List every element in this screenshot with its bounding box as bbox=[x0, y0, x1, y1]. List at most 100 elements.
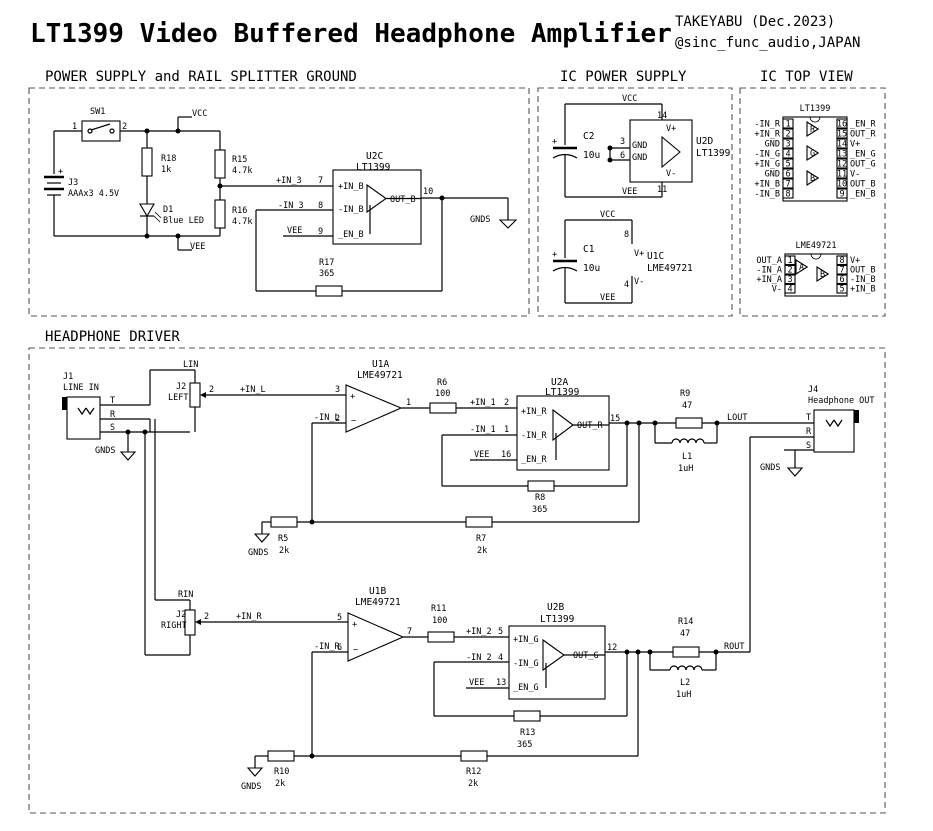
svg-text:-IN_3: -IN_3 bbox=[278, 201, 304, 211]
frame-headphone-driver bbox=[28, 347, 886, 814]
svg-text:9: 9 bbox=[318, 227, 323, 237]
svg-text:14: 14 bbox=[657, 111, 667, 121]
r15-value: 4.7k bbox=[232, 166, 252, 176]
svg-text:R: R bbox=[806, 427, 812, 437]
r10-ref: R10 bbox=[274, 767, 289, 777]
lme49721-top-notch bbox=[810, 253, 822, 260]
lt1399-top-amp-symbol bbox=[806, 121, 820, 137]
lme49721-top-pin-label: OUT_A bbox=[756, 256, 782, 266]
lt1399-top-pin-right bbox=[836, 158, 848, 169]
svg-text:T: T bbox=[806, 413, 811, 423]
lt1399-top-pin-left bbox=[782, 138, 794, 149]
lt1399-top-amp-symbol bbox=[806, 170, 820, 186]
svg-text:+IN_2: +IN_2 bbox=[466, 627, 492, 637]
lt1399-top-pin-label: _EN_R bbox=[850, 120, 876, 130]
lt1399-top-pin-right bbox=[836, 178, 848, 189]
svg-text:-IN_1: -IN_1 bbox=[470, 425, 496, 435]
lme49721-top-pin-right bbox=[836, 283, 848, 294]
lme49721-top-pin-label: +IN_A bbox=[756, 275, 782, 285]
title: LT1399 Video Buffered Headphone Amplifie… bbox=[30, 19, 672, 49]
svg-text:OUT_G: OUT_G bbox=[573, 651, 599, 661]
svg-text:2: 2 bbox=[122, 122, 127, 132]
r6-value: 100 bbox=[435, 389, 450, 399]
u2b-value: LT1399 bbox=[540, 614, 575, 625]
svg-text:5: 5 bbox=[337, 613, 342, 623]
lt1399-top-pin-number: 6 bbox=[785, 170, 790, 180]
svg-text:7: 7 bbox=[407, 627, 412, 637]
lt1399-top-pin-left bbox=[782, 168, 794, 179]
r17-value: 365 bbox=[319, 269, 334, 279]
svg-text:2: 2 bbox=[204, 612, 209, 622]
u2d-ref: U2D bbox=[696, 136, 713, 147]
svg-text:-IN_2: -IN_2 bbox=[466, 653, 492, 663]
u2d-value: LT1399 bbox=[696, 148, 731, 159]
r17-ref: R17 bbox=[319, 258, 334, 268]
lme49721-top-pin-label: +IN_B bbox=[850, 285, 876, 295]
svg-text:VCC: VCC bbox=[600, 210, 615, 220]
svg-text:11: 11 bbox=[657, 185, 667, 195]
lme49721-top-pin-right bbox=[836, 264, 848, 275]
section-driver: HEADPHONE DRIVER bbox=[45, 329, 180, 345]
svg-text:1: 1 bbox=[72, 122, 77, 132]
lt1399-top-pin-number: 12 bbox=[837, 160, 847, 170]
r13-ref: R13 bbox=[520, 728, 535, 738]
svg-text:4: 4 bbox=[498, 653, 503, 663]
lt1399-top-pin-right bbox=[836, 148, 848, 159]
svg-text:S: S bbox=[806, 441, 811, 451]
l1-ref: L1 bbox=[682, 452, 692, 462]
svg-text:VEE: VEE bbox=[474, 450, 489, 460]
r9-ref: R9 bbox=[680, 389, 690, 399]
r12-ref: R12 bbox=[466, 767, 481, 777]
frame-ic-power bbox=[537, 87, 733, 317]
svg-text:_EN_B: _EN_B bbox=[338, 230, 364, 240]
u2b-ref: U2B bbox=[547, 602, 564, 613]
svg-text:RIN: RIN bbox=[178, 590, 193, 600]
svg-text:GNDS: GNDS bbox=[241, 782, 261, 792]
u1a-ref: U1A bbox=[372, 359, 389, 370]
svg-text:R: R bbox=[110, 410, 116, 420]
c2-value: 10u bbox=[583, 150, 600, 161]
lt1399-top-pin-label: +IN_R bbox=[754, 130, 780, 140]
lt1399-top-pin-label: _EN_G bbox=[850, 150, 876, 160]
svg-text:-IN_G: -IN_G bbox=[513, 659, 539, 669]
frame-ic-top bbox=[739, 87, 886, 317]
svg-text:GND: GND bbox=[632, 153, 647, 163]
lt1399-top-pin-label: -IN_R bbox=[754, 120, 780, 130]
lt1399-top-pin-label: OUT_R bbox=[850, 130, 876, 140]
lme49721-top-pin-number: 5 bbox=[839, 285, 844, 295]
svg-text:12: 12 bbox=[607, 643, 617, 653]
svg-text:3: 3 bbox=[620, 137, 625, 147]
lme49721-top-amp-label: A bbox=[799, 263, 804, 273]
lt1399-top-pin-left bbox=[782, 118, 794, 129]
lt1399-top-pin-label: -IN_G bbox=[754, 150, 780, 160]
j3-value: AAAx3 4.5V bbox=[68, 189, 119, 199]
lt1399-top-pin-right bbox=[836, 188, 848, 199]
lme49721-top-pin-right bbox=[836, 255, 848, 266]
lme49721-top-pin-label: -IN_B bbox=[850, 275, 876, 285]
lt1399-top-pin-label: OUT_B bbox=[850, 180, 876, 190]
lt1399-top-amp-label: G bbox=[810, 149, 815, 159]
lt1399-top-amp-label: B bbox=[810, 174, 815, 184]
svg-text:+: + bbox=[552, 137, 557, 147]
lt1399-top-pin-number: 13 bbox=[837, 150, 847, 160]
lme49721-top-pin-label: OUT_B bbox=[850, 266, 876, 276]
lt1399-top-pin-label: +IN_B bbox=[754, 180, 780, 190]
r18-ref: R18 bbox=[161, 154, 176, 164]
svg-text:V-: V- bbox=[634, 277, 644, 287]
svg-text:5: 5 bbox=[498, 627, 503, 637]
lme49721-top-pin-left bbox=[784, 255, 796, 266]
r14-value: 47 bbox=[680, 629, 690, 639]
svg-text:VEE: VEE bbox=[600, 293, 615, 303]
j4-value: Headphone OUT bbox=[808, 396, 875, 406]
svg-text:+IN_R: +IN_R bbox=[236, 612, 262, 622]
svg-text:GND: GND bbox=[632, 141, 647, 151]
j3-ref: J3 bbox=[68, 178, 78, 188]
power-supply-circuit: + J3 AAAx3 4.5V SW1 1 2 VCC R18 1k D1 Bl… bbox=[44, 107, 518, 297]
u2a-ref: U2A bbox=[551, 377, 568, 388]
r10-value: 2k bbox=[275, 779, 285, 789]
lme49721-top-amp-label: B bbox=[820, 270, 825, 280]
lme49721-top-amp-symbol bbox=[795, 259, 809, 275]
svg-text:V-: V- bbox=[666, 169, 676, 179]
l1-value: 1uH bbox=[678, 464, 693, 474]
